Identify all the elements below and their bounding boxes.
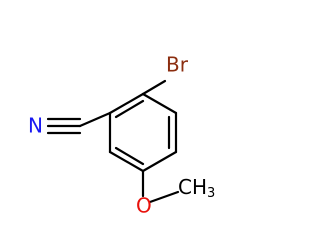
- atom-label-bromine: Br: [166, 53, 189, 77]
- ring-bond-bottom-left: [108, 150, 145, 173]
- molecule-structure: Br N O CH3: [28, 53, 215, 218]
- ring-bond-top-left: [108, 92, 145, 115]
- methyl-symbol: CH: [178, 175, 207, 199]
- nitrile-triple-bond: [46, 117, 82, 135]
- bond-c-br: [141, 79, 167, 96]
- ring-double-bond-inner-top-left: [114, 99, 145, 119]
- atom-label-nitrogen: N: [28, 114, 43, 138]
- ring-bond-bottom-right: [141, 150, 178, 173]
- bond-ring-to-nitrile-carbon: [78, 111, 112, 128]
- atom-label-oxygen: O: [136, 194, 152, 218]
- ring-bond-top-right: [141, 92, 178, 115]
- atom-label-methyl: CH3: [178, 175, 215, 201]
- ring-double-bond-inner-bottom: [114, 146, 145, 166]
- bond-oxygen-to-methyl: [148, 190, 180, 204]
- benzene-ring: [108, 92, 178, 173]
- methyl-subscript: 3: [207, 186, 215, 201]
